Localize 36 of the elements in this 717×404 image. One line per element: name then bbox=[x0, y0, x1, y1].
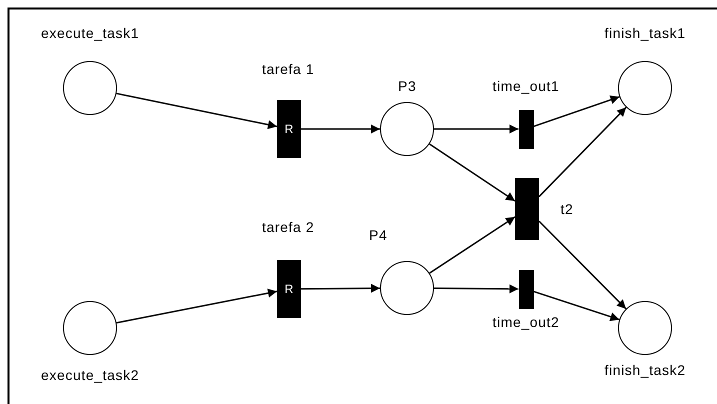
arrow bbox=[533, 95, 620, 128]
arrow bbox=[429, 143, 516, 202]
transition-label: R bbox=[284, 122, 294, 136]
node-label: execute_task1 bbox=[41, 25, 140, 41]
arrow bbox=[434, 284, 518, 294]
arrow bbox=[533, 290, 620, 322]
arrow bbox=[116, 92, 278, 130]
place-circle bbox=[380, 261, 434, 315]
transition-bar bbox=[277, 260, 301, 318]
place-circle bbox=[63, 301, 117, 355]
transition-bar bbox=[277, 100, 301, 158]
transition-bar bbox=[515, 178, 539, 240]
node-label: tarefa 1 bbox=[262, 61, 314, 77]
node-label: time_out2 bbox=[492, 314, 560, 330]
arrow bbox=[301, 124, 380, 134]
place-circle bbox=[618, 301, 672, 355]
node-label: P4 bbox=[369, 227, 388, 243]
node-label: finish_task1 bbox=[604, 25, 686, 41]
place-circle bbox=[618, 61, 672, 115]
transition-bar bbox=[518, 110, 534, 148]
arrow bbox=[429, 216, 516, 274]
arrow bbox=[301, 284, 380, 293]
arrow bbox=[538, 220, 627, 310]
node-label: tarefa 2 bbox=[262, 219, 314, 235]
node-label: P3 bbox=[398, 78, 416, 94]
node-label: time_out1 bbox=[492, 78, 560, 94]
place-circle bbox=[63, 61, 117, 115]
arrow bbox=[538, 106, 627, 198]
place-circle bbox=[380, 102, 434, 156]
node-label: t2 bbox=[560, 201, 574, 217]
node-label: execute_task2 bbox=[41, 367, 140, 383]
arrow bbox=[434, 124, 518, 134]
node-label: finish_task2 bbox=[604, 362, 686, 378]
transition-bar bbox=[518, 270, 534, 308]
transition-label: R bbox=[284, 282, 294, 296]
arrow bbox=[116, 288, 278, 324]
